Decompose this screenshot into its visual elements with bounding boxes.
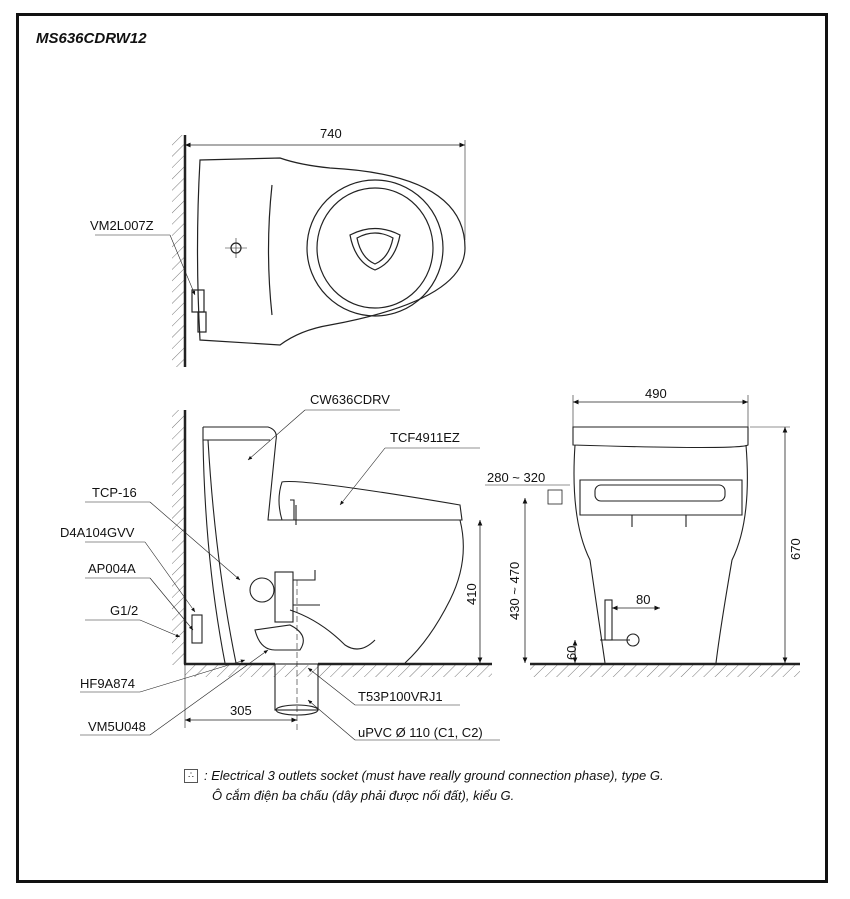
label-upvc-pipe: uPVC Ø 110 (C1, C2)	[358, 725, 483, 740]
dim-60: 60	[564, 646, 579, 660]
label-g12: G1/2	[110, 603, 138, 618]
note-line-1: : Electrical 3 outlets socket (must have…	[204, 768, 664, 783]
side-view	[80, 409, 500, 741]
label-vm2l007z: VM2L007Z	[90, 218, 154, 233]
dim-740: 740	[320, 126, 342, 141]
dim-490: 490	[645, 386, 667, 401]
dim-280-320: 280 ~ 320	[487, 470, 545, 485]
dim-430-470: 430 ~ 470	[507, 562, 522, 620]
label-ap004a: AP004A	[88, 561, 136, 576]
dim-305: 305	[230, 703, 252, 718]
label-t53p100vrj1: T53P100VRJ1	[358, 689, 443, 704]
label-tcp-16: TCP-16	[92, 485, 137, 500]
dim-80: 80	[636, 592, 650, 607]
dim-670: 670	[788, 538, 803, 560]
socket-icon: ∴	[184, 769, 198, 783]
dim-410: 410	[464, 583, 479, 605]
label-hf9a874: HF9A874	[80, 676, 135, 691]
front-view	[485, 395, 800, 677]
model-title: MS636CDRW12	[36, 30, 147, 47]
note-line-2: Ô cắm điện ba chấu (dây phải được nối đấ…	[212, 788, 515, 803]
label-d4a104gvv: D4A104GVV	[60, 525, 135, 540]
label-tcf4911ez: TCF4911EZ	[390, 430, 460, 445]
top-view	[95, 135, 466, 367]
label-cw636cdrv: CW636CDRV	[310, 392, 390, 407]
label-vm5u048: VM5U048	[88, 719, 146, 734]
drawing-frame	[16, 13, 828, 883]
